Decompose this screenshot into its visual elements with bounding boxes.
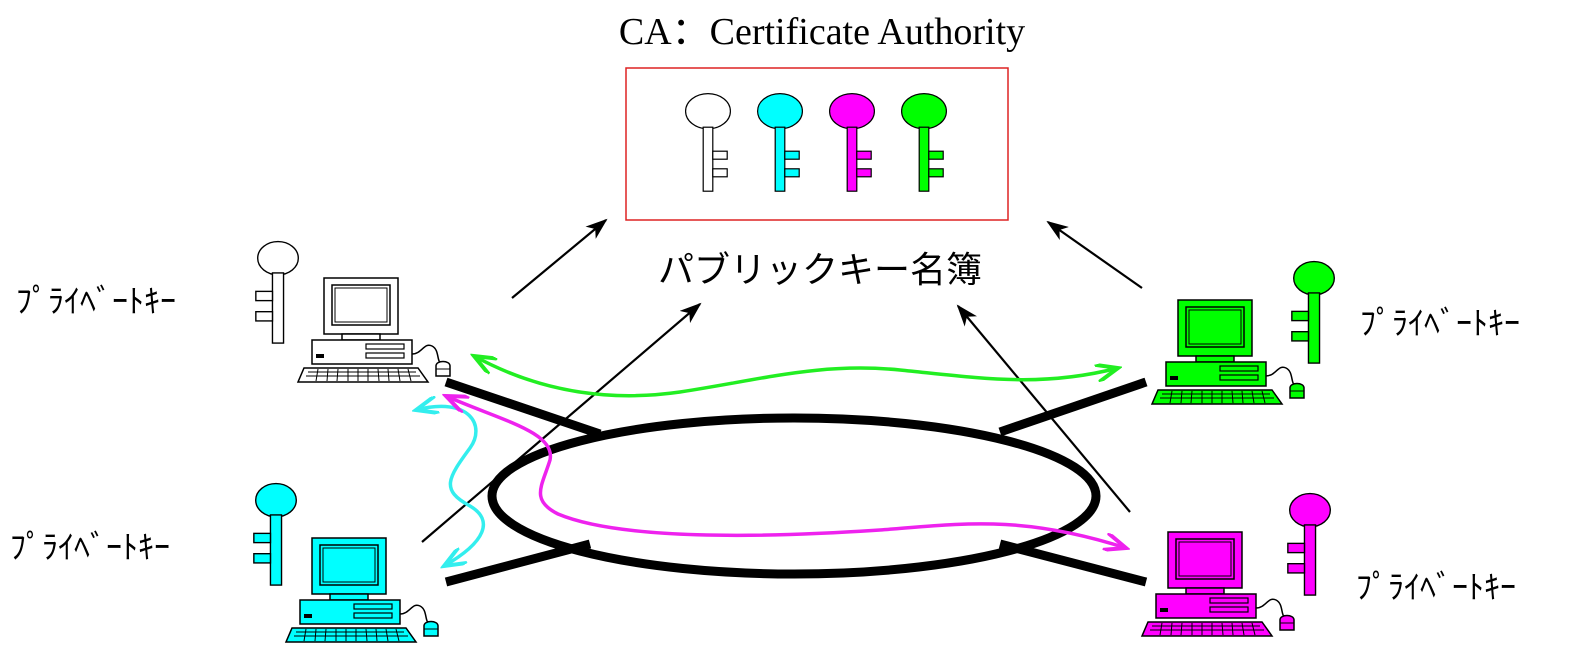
ca-directory-box bbox=[625, 67, 1009, 221]
arrow-white-to-ca bbox=[511, 218, 608, 299]
arrow-magenta-to-ca bbox=[956, 304, 1131, 513]
private-key-label-bottom-right: ﾌﾟﾗｲﾍﾞｰﾄｷｰ bbox=[1356, 568, 1516, 606]
green-communication-arrow bbox=[474, 356, 1118, 398]
private-key-label-top-right: ﾌﾟﾗｲﾍﾞｰﾄｷｰ bbox=[1360, 304, 1520, 342]
cyan-computer-icon bbox=[285, 537, 439, 643]
magenta-computer-icon bbox=[1141, 531, 1295, 637]
public-key-directory-label: パブリックキー名簿 bbox=[658, 250, 982, 291]
white-computer-icon bbox=[297, 277, 451, 383]
white-private-key-icon bbox=[255, 240, 300, 344]
green-computer-icon bbox=[1151, 299, 1305, 405]
cyan-communication-arrow bbox=[416, 406, 486, 566]
arrow-green-to-ca bbox=[1046, 220, 1143, 289]
private-key-label-top-left: ﾌﾟﾗｲﾍﾞｰﾄｷｰ bbox=[16, 282, 176, 320]
network-ring bbox=[444, 377, 1148, 587]
cyan-private-key-icon bbox=[253, 482, 298, 586]
magenta-communication-arrow bbox=[446, 396, 1126, 548]
green-private-key-icon bbox=[1291, 260, 1336, 364]
ca-title: CA：Certificate Authority bbox=[619, 11, 1025, 53]
magenta-private-key-icon bbox=[1287, 492, 1332, 596]
private-key-label-bottom-left: ﾌﾟﾗｲﾍﾞｰﾄｷｰ bbox=[10, 528, 170, 566]
